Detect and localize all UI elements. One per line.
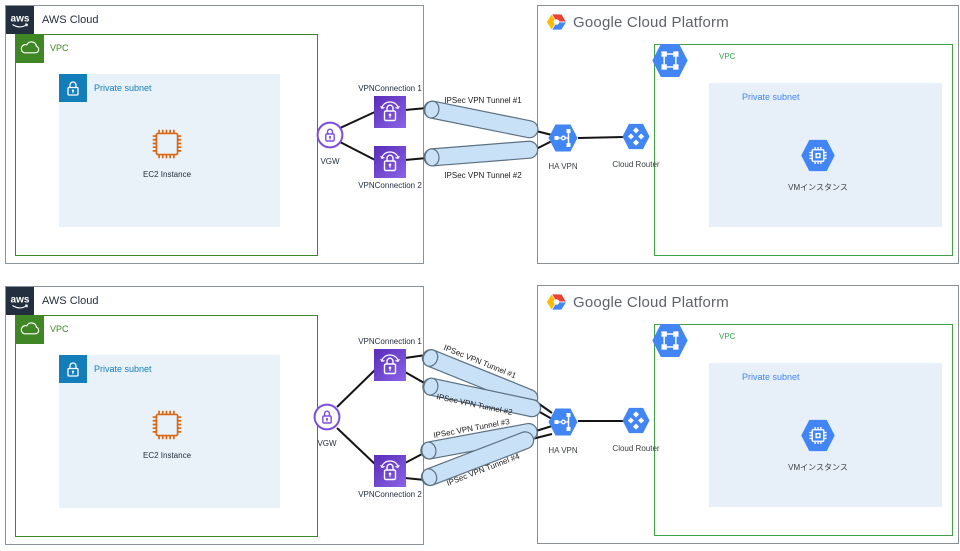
d2-tunnel-3-label: IPSec VPN Tunnel #3	[433, 417, 511, 440]
gcp-vpc-container-2: VPC Private subnet	[652, 324, 953, 536]
d1-tunnel-1	[423, 100, 539, 139]
aws-private-subnet: Private subnet EC2 Instance	[59, 74, 280, 227]
vm-instance-label: VMインスタンス	[788, 183, 848, 192]
aws-vpc-container: VPC Private subnet	[15, 34, 318, 256]
aws-vpc-label: VPC	[50, 43, 69, 53]
svg-text:aws: aws	[11, 14, 30, 25]
aws-cloud-container: aws AWS Cloud VPC	[5, 5, 424, 264]
d1-tunnel-1-label: IPSec VPN Tunnel #1	[444, 96, 522, 105]
gcp-vpc-container: VPC Private subnet	[652, 44, 953, 256]
aws-vpc-icon	[16, 35, 44, 63]
ha-vpn-icon	[548, 124, 578, 152]
private-subnet-lock-icon	[59, 355, 87, 383]
vpn-connection-2-node: VPNConnection 2	[358, 146, 422, 190]
gcp-container-2: Google Cloud Platform VPC Pr	[537, 285, 959, 544]
aws-logo-icon: aws	[6, 6, 34, 34]
ec2-instance-node-2: EC2 Instance	[143, 407, 191, 460]
d2-tunnel-1	[421, 349, 539, 407]
aws-private-subnet-2: Private subnet EC2 Instance	[59, 355, 280, 508]
ha-vpn-label: HA VPN	[548, 162, 578, 171]
vm-instance-node-2: VMインスタンス	[788, 417, 848, 472]
cloud-router-node: Cloud Router	[612, 121, 660, 169]
d1-tunnel-2	[423, 140, 539, 167]
cloud-router-label-2: Cloud Router	[612, 444, 660, 453]
d2-tunnel-2-label: IPSec VPN Tunnel #2	[436, 392, 514, 417]
gcp-private-subnet-label-2: Private subnet	[742, 372, 800, 382]
vpn-connection-2-label-2: VPNConnection 2	[358, 490, 422, 499]
cloud-router-icon	[622, 123, 650, 150]
ec2-chip-icon	[152, 410, 182, 440]
aws-vpc-container-2: VPC Private subnet	[15, 315, 318, 537]
gcp-header: Google Cloud Platform	[546, 13, 729, 31]
aws-logo-icon: aws	[6, 287, 34, 315]
vpn-connection-2-label: VPNConnection 2	[358, 181, 422, 190]
gcp-logo-icon	[546, 13, 567, 31]
gcp-container: Google Cloud Platform VPC Pr	[537, 5, 959, 264]
ha-vpn-label-2: HA VPN	[548, 446, 578, 455]
gcp-vpc-label-2: VPC	[719, 332, 736, 341]
gcp-title: Google Cloud Platform	[573, 13, 729, 31]
vm-instance-icon	[801, 139, 835, 172]
cloud-router-icon	[622, 407, 650, 434]
private-subnet-label-2: Private subnet	[94, 364, 152, 374]
private-subnet-label: Private subnet	[94, 83, 152, 93]
aws-cloud-title-2: AWS Cloud	[42, 295, 99, 307]
aws-vpc-label-2: VPC	[50, 324, 69, 334]
gcp-header-2: Google Cloud Platform	[546, 293, 729, 311]
gcp-private-subnet-label: Private subnet	[742, 92, 800, 102]
gcp-logo-icon	[546, 293, 567, 311]
d1-tunnel-2-label: IPSec VPN Tunnel #2	[444, 171, 522, 180]
vpn-connection-2-node-2: VPNConnection 2	[358, 455, 422, 499]
gcp-private-subnet: Private subnet VMイン	[709, 83, 942, 227]
ec2-instance-label: EC2 Instance	[142, 170, 192, 179]
cloud-router-label: Cloud Router	[612, 160, 660, 169]
svg-text:aws: aws	[11, 295, 30, 306]
d2-tunnel-2	[422, 377, 542, 418]
vgw-icon	[316, 121, 344, 149]
vm-instance-icon	[801, 419, 835, 452]
aws-cloud-container-2: aws AWS Cloud VPC	[5, 286, 424, 545]
ha-vpn-icon	[548, 408, 578, 436]
gcp-vpc-icon	[649, 41, 691, 85]
d2-tunnel-3	[420, 422, 538, 460]
private-subnet-lock-icon	[59, 74, 87, 102]
ec2-instance-label-2: EC2 Instance	[142, 451, 192, 460]
d2-tunnel-4	[420, 431, 535, 487]
vpn-connection-1-node-2: VPNConnection 1	[358, 337, 422, 381]
aws-vpc-icon	[16, 316, 44, 344]
gcp-vpc-icon	[649, 321, 691, 365]
vgw-node-2: VGW	[313, 403, 341, 448]
vm-instance-label-2: VMインスタンス	[788, 463, 848, 472]
vm-instance-node: VMインスタンス	[788, 137, 848, 192]
vpn-connection-icon	[380, 460, 400, 481]
vgw-node: VGW	[316, 121, 344, 166]
vpn-connection-1-label: VPNConnection 1	[358, 84, 422, 93]
gcp-vpc-label: VPC	[719, 52, 736, 61]
vpn-connection-icon	[380, 101, 400, 122]
vpn-connection-1-label-2: VPNConnection 1	[358, 337, 422, 346]
gcp-title-2: Google Cloud Platform	[573, 293, 729, 311]
ec2-instance-node: EC2 Instance	[143, 126, 191, 179]
ha-vpn-node: HA VPN	[548, 122, 578, 171]
vpn-connection-1-node: VPNConnection 1	[358, 84, 422, 128]
vgw-label: VGW	[320, 157, 340, 166]
vpn-connection-icon	[380, 354, 400, 375]
ha-vpn-node-2: HA VPN	[548, 406, 578, 455]
vpn-connection-icon	[380, 151, 400, 172]
vgw-label-2: VGW	[317, 439, 337, 448]
ec2-chip-icon	[152, 129, 182, 159]
d2-tunnel-1-label: IPSec VPN Tunnel #1	[442, 343, 518, 381]
d2-tunnel-4-label: IPSec VPN Tunnel #4	[445, 451, 521, 487]
gcp-private-subnet-2: Private subnet VMイン	[709, 363, 942, 507]
aws-cloud-title: AWS Cloud	[42, 14, 99, 26]
vgw-icon	[313, 403, 341, 431]
cloud-router-node-2: Cloud Router	[612, 405, 660, 453]
